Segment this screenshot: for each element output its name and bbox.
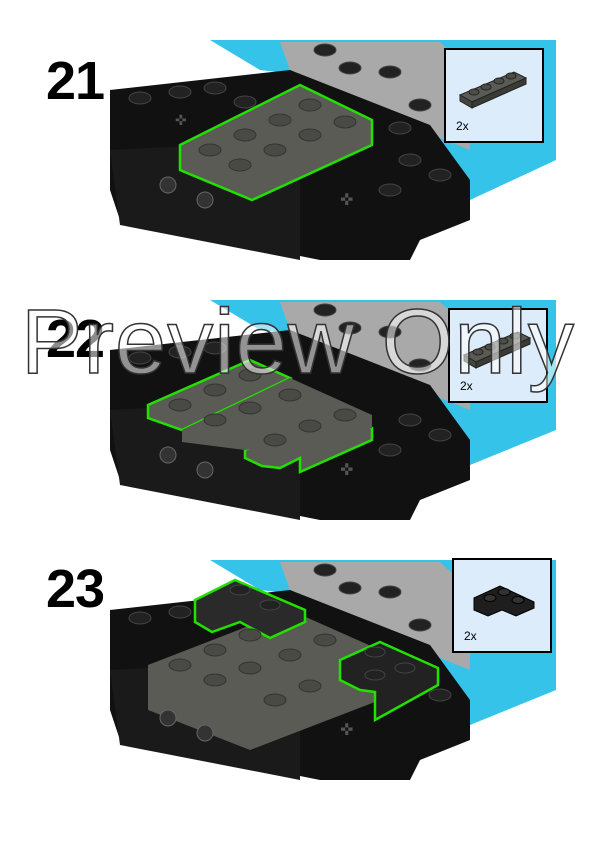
plate-2x2-corner-icon: [473, 585, 535, 617]
step-21-build-scene: ✜ ✜: [110, 40, 556, 260]
svg-text:✜: ✜: [340, 460, 353, 479]
step-number: 22: [46, 309, 105, 369]
plate-1x4-icon: [462, 331, 532, 369]
parts-callout: 2x: [444, 48, 544, 143]
parts-callout: 2x: [448, 308, 548, 403]
step-number: 23: [46, 559, 105, 619]
svg-text:✜: ✜: [340, 720, 353, 739]
plate-1x4-icon: [458, 71, 528, 109]
parts-count: 2x: [456, 119, 469, 133]
parts-callout: 2x: [452, 558, 552, 653]
step-22: ✜ 22 2x: [0, 290, 596, 550]
svg-text:✜: ✜: [175, 113, 187, 129]
parts-count: 2x: [464, 629, 477, 643]
parts-count: 2x: [460, 379, 473, 393]
step-23: ✜ 23 2x: [0, 550, 596, 810]
step-number: 21: [46, 51, 105, 111]
svg-text:✜: ✜: [340, 190, 353, 209]
step-21: ✜ ✜ 21 2x: [0, 30, 596, 290]
